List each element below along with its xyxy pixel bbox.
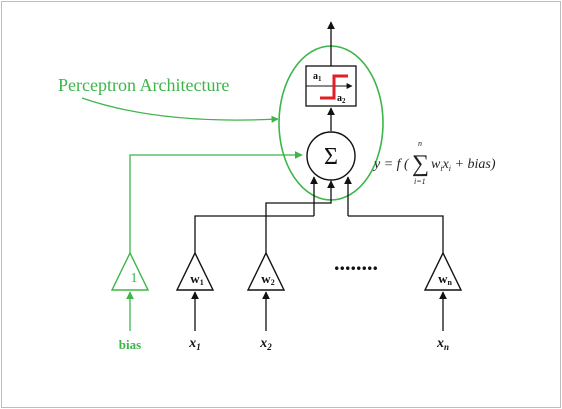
callout-arrow — [81, 97, 279, 123]
ellipsis: ........ — [334, 250, 378, 275]
bias-input-label: bias — [119, 337, 141, 352]
weight-unit-1: w1 x1 — [175, 251, 215, 352]
summation-node: Σ — [306, 131, 356, 181]
weight-label-2: w2 — [261, 271, 274, 287]
activation-function-box: a1 a2 — [305, 65, 357, 107]
bus-line-2 — [265, 189, 332, 253]
callout-label: Perceptron Architecture — [58, 75, 229, 95]
input-label-xn: xn — [436, 336, 449, 352]
weight-label-1: w1 — [190, 271, 203, 287]
weight-label-n: wn — [438, 271, 452, 287]
bias-connection — [129, 151, 303, 253]
bus-line-n — [348, 215, 444, 253]
bus-line-1 — [194, 215, 314, 253]
bias-unit: 1 bias — [110, 251, 150, 352]
formula-lhs: y = f ( — [372, 157, 410, 172]
weight-unit-2: w2 x2 — [246, 251, 286, 352]
bias-value: 1 — [131, 271, 138, 286]
formula-sum-sign: ∑ — [412, 151, 429, 177]
input-label-x1: x1 — [188, 336, 201, 352]
formula-sum-upper: n — [418, 139, 422, 148]
output-formula: y = f ( ∑ n i=1 wixi + bias) — [372, 139, 496, 186]
activation-top-label: a1 — [313, 71, 322, 83]
formula-term: wixi + bias) — [431, 157, 496, 173]
activation-bottom-label: a2 — [337, 93, 346, 105]
weight-unit-n: wn xn — [423, 251, 463, 352]
sum-symbol: Σ — [324, 144, 338, 170]
formula-sum-lower: i=1 — [414, 177, 426, 186]
step-function-curve — [320, 74, 348, 100]
input-label-x2: x2 — [259, 336, 272, 352]
